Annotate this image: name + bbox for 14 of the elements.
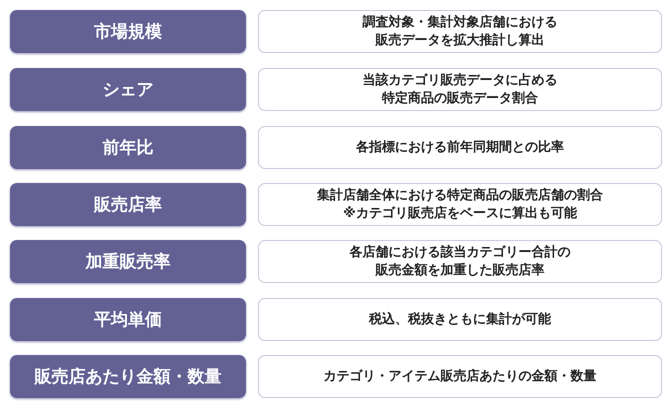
term-box: シェア bbox=[10, 68, 246, 111]
description-box: 各店舗における該当カテゴリー合計の販売金額を加重した販売店率 bbox=[258, 240, 662, 283]
description-box: 各指標における前年同期間との比率 bbox=[258, 126, 662, 169]
term-box: 販売店あたり金額・数量 bbox=[10, 355, 246, 398]
term-box: 販売店率 bbox=[10, 183, 246, 226]
description-box: カテゴリ・アイテム販売店あたりの金額・数量 bbox=[258, 355, 662, 398]
description-box: 当該カテゴリ販売データに占める特定商品の販売データ割合 bbox=[258, 68, 662, 111]
term-box: 加重販売率 bbox=[10, 240, 246, 283]
term-box: 市場規模 bbox=[10, 10, 246, 53]
term-box: 平均単価 bbox=[10, 298, 246, 341]
description-box: 調査対象・集計対象店舗における販売データを拡大推計し算出 bbox=[258, 10, 662, 53]
description-box: 税込、税抜きともに集計が可能 bbox=[258, 298, 662, 341]
term-box: 前年比 bbox=[10, 126, 246, 169]
description-box: 集計店舗全体における特定商品の販売店舗の割合※カテゴリ販売店をベースに算出も可能 bbox=[258, 183, 662, 226]
